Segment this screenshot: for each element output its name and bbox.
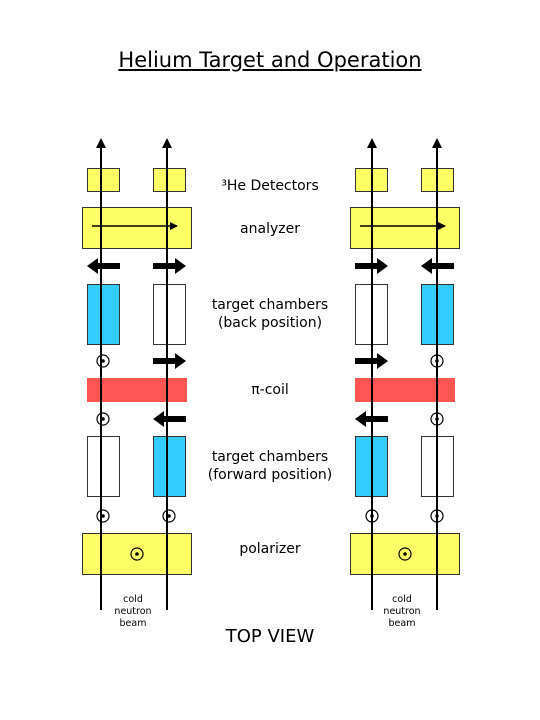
left-spin-arrow-r3 — [153, 411, 186, 427]
beam-lines — [96, 138, 442, 610]
right-beam-label: cold neutron beam — [377, 594, 427, 630]
left-spin-arrow-r1-a — [87, 258, 120, 274]
left-detector-2 — [153, 168, 186, 192]
right-polarizer-dot — [398, 547, 412, 561]
right-spin-dot-2 — [430, 412, 444, 426]
target-forward-line-2: (forward position) — [207, 467, 333, 483]
target-forward-line-1: target chambers — [211, 449, 329, 465]
right-analyzer — [350, 207, 460, 249]
left-spin-arrow-r2 — [153, 353, 186, 369]
right-spin-arrows — [355, 258, 454, 427]
target-back-label: target chambers (back position) — [195, 296, 345, 332]
analyzer-label: analyzer — [240, 221, 300, 237]
left-beam-label-line-2: neutron — [114, 606, 152, 617]
left-spin-dot-2 — [96, 412, 110, 426]
target-back-line-2: (back position) — [217, 315, 323, 331]
polarizer-label: polarizer — [239, 541, 301, 557]
left-beam-label-line-3: beam — [119, 618, 147, 629]
left-forward-chamber-2 — [153, 436, 186, 497]
right-spin-arrow-r1-a — [355, 258, 388, 274]
left-spin-dot-1 — [96, 354, 110, 368]
left-pi-coil — [87, 378, 187, 402]
left-forward-chamber-1 — [87, 436, 120, 497]
detectors-label: ³He Detectors — [221, 178, 319, 194]
spin-out-dots — [101, 359, 439, 556]
right-beam-label-line-3: beam — [388, 618, 416, 629]
right-spin-arrow-r2 — [355, 353, 388, 369]
right-spin-dot-3 — [365, 509, 379, 523]
right-spin-dot-1 — [430, 354, 444, 368]
pi-coil-label: π-coil — [251, 382, 289, 398]
left-spin-dot-3 — [96, 509, 110, 523]
right-beam-label-line-1: cold — [392, 594, 412, 605]
left-beam-label-line-1: cold — [123, 594, 143, 605]
left-spin-dot-4 — [162, 509, 176, 523]
left-back-chamber-1 — [87, 284, 120, 345]
left-back-chamber-2 — [153, 284, 186, 345]
right-spin-arrow-r3 — [355, 411, 388, 427]
spin-out-symbols — [96, 354, 444, 561]
left-detector-1 — [87, 168, 120, 192]
left-spin-arrow-r1-b — [153, 258, 186, 274]
left-beam-label: cold neutron beam — [108, 594, 158, 630]
target-forward-label: target chambers (forward position) — [195, 448, 345, 484]
right-beam-label-line-2: neutron — [383, 606, 421, 617]
right-spin-arrow-r1-b — [421, 258, 454, 274]
left-spin-arrows — [87, 258, 186, 427]
target-back-line-1: target chambers — [211, 297, 329, 313]
top-view-label: TOP VIEW — [225, 626, 315, 647]
diagram-title: Helium Target and Operation — [118, 48, 422, 72]
right-spin-dot-4 — [430, 509, 444, 523]
left-polarizer-dot — [130, 547, 144, 561]
